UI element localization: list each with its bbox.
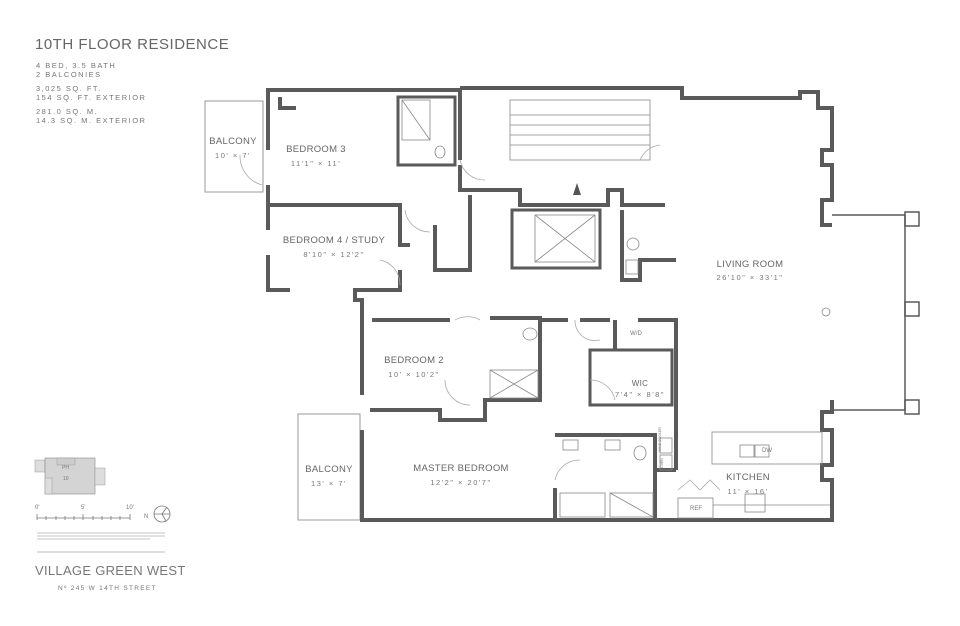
room-bedroom3-dim: 11'1" × 11' [290, 159, 342, 168]
room-balcony-top-dim: 10' × 7' [215, 151, 251, 160]
address: Nº 245 W 14TH STREET [58, 585, 157, 592]
room-bedroom4: BEDROOM 4 / STUDY [282, 235, 386, 246]
door-swings [239, 144, 721, 491]
appliance-wine-cooler: WINE COOLER [658, 427, 662, 452]
keyplan-label-10: 10 [63, 476, 69, 482]
room-master-dim: 12'2" × 20'7" [430, 478, 492, 487]
scale-tick-5: 5' [81, 505, 86, 511]
room-wd: W/D [630, 331, 642, 337]
fixtures [401, 99, 831, 519]
appliance-oven: OVEN [660, 458, 664, 468]
balcony-top-outline [204, 100, 264, 193]
room-bedroom2-dim: 10' × 10'2" [388, 370, 440, 379]
appliance-dw: DW [762, 448, 772, 454]
room-bedroom3: BEDROOM 3 [286, 144, 346, 155]
room-wic: WIC [631, 379, 649, 388]
plan-title: 10TH FLOOR RESIDENCE [35, 36, 230, 53]
walls [266, 86, 834, 522]
spec-beds: 4 BED, 3.5 BATH [36, 61, 117, 70]
scale-bar [36, 514, 131, 520]
north-label: N [144, 514, 149, 520]
room-wic-dim: 7'4" × 8'8" [615, 390, 665, 399]
room-master: MASTER BEDROOM [413, 463, 509, 474]
appliance-ref: REF [690, 506, 702, 512]
spec-sqft-ext: 154 SQ. FT. EXTERIOR [36, 93, 147, 102]
spec-sqm-ext: 14.3 SQ. M. EXTERIOR [36, 116, 147, 125]
spec-balconies: 2 BALCONIES [36, 70, 102, 79]
room-bedroom2: BEDROOM 2 [384, 355, 444, 366]
room-balcony-bottom: BALCONY [305, 464, 353, 475]
brand-name: VILLAGE GREEN WEST [35, 563, 186, 578]
keyplan-label-ph: PH [62, 465, 69, 471]
room-living: LIVING ROOM [716, 259, 784, 270]
spec-sqm: 281.0 SQ. M. [36, 107, 99, 116]
room-kitchen-dim: 11' × 16' [727, 487, 769, 496]
bay-window [832, 211, 920, 415]
spec-sqft: 3,025 SQ. FT. [36, 84, 102, 93]
room-balcony-top: BALCONY [209, 136, 257, 147]
room-balcony-bottom-dim: 13' × 7' [311, 479, 347, 488]
key-plan [34, 457, 106, 495]
compass-icon [153, 505, 171, 523]
room-bedroom4-dim: 8'10" × 12'2" [303, 250, 365, 259]
disclaimer-fine-print [37, 532, 165, 540]
room-kitchen: KITCHEN [726, 472, 770, 483]
north-arrow-icon [573, 183, 581, 195]
room-living-dim: 26'10" × 33'1" [716, 273, 784, 282]
scale-tick-0: 0' [35, 505, 40, 511]
scale-tick-10: 10' [126, 505, 134, 511]
